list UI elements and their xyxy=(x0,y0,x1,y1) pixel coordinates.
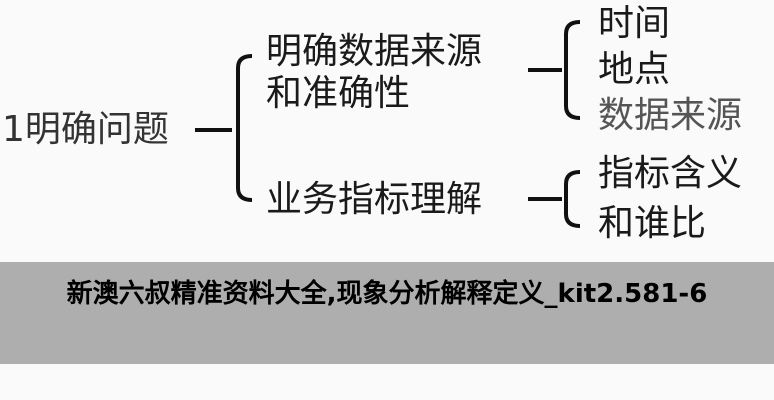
root-bracket xyxy=(236,54,253,202)
leaf-place: 地点 xyxy=(598,49,671,90)
branch2-label: 业务指标理解 xyxy=(266,179,483,220)
leaf-metric-meaning: 指标含义 xyxy=(598,153,743,194)
root-node: 1明确问题 xyxy=(2,109,169,150)
leaf-time: 时间 xyxy=(598,3,671,44)
banner-title: 新澳六叔精准资料大全,现象分析解释定义_kit2.581-6 xyxy=(66,279,708,309)
branch2-bracket xyxy=(564,170,581,228)
leaf-compare-with: 和谁比 xyxy=(598,203,707,244)
branch1-bracket xyxy=(564,20,581,120)
leaf-data-source: 数据来源 xyxy=(598,95,743,136)
branch1-label-line2: 和准确性 xyxy=(266,73,411,114)
title-banner xyxy=(0,262,774,364)
branch1-label-line1: 明确数据来源 xyxy=(266,31,483,72)
